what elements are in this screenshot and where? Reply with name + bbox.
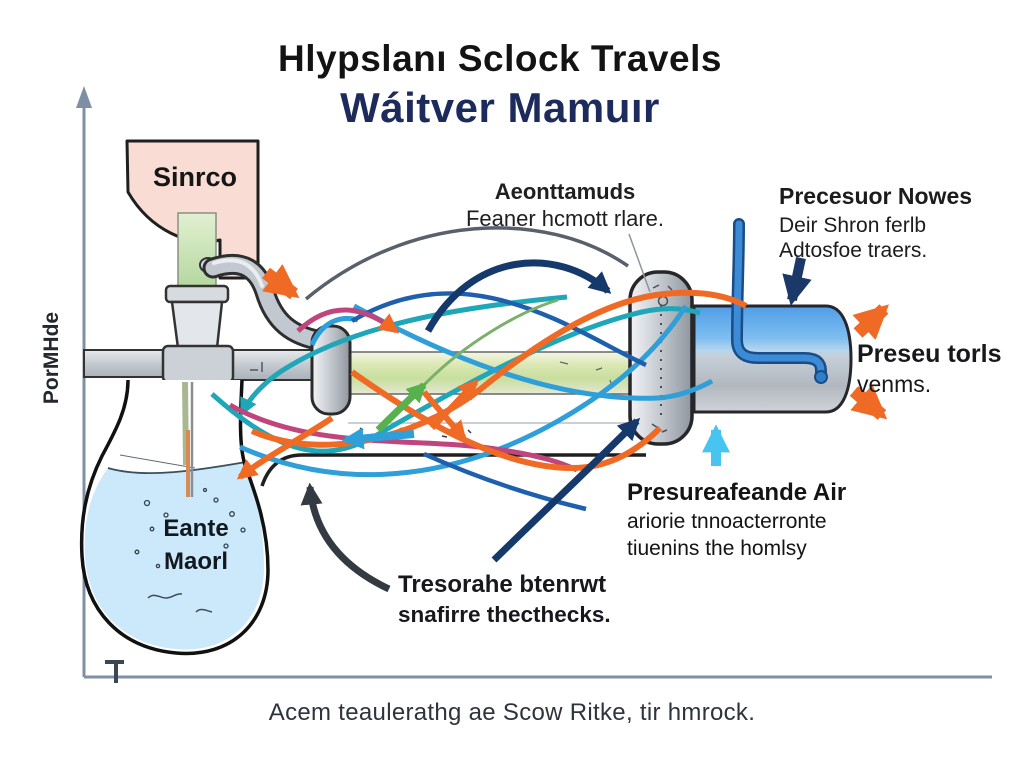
navy-down-arrow [782, 256, 812, 306]
navy-arc-arrow [424, 259, 612, 333]
bottom-caption: Acem teaulerathg ae Scow Ritke, tir hmro… [268, 699, 756, 726]
callout-pressure-vents: Preseu torls venms. [857, 338, 1002, 399]
callout-pressure-moves-line1: Precesuor Nowes [779, 183, 973, 209]
blue-channel-arrow [341, 427, 415, 450]
callout-pressure-vents-line2: venms. [857, 371, 932, 397]
callout-top-line2: Feaner hcmott rlare. [465, 205, 665, 231]
funnel-label: Sinrco [152, 162, 238, 192]
flask-label-line1: Eante [163, 515, 229, 542]
flask-label-line2: Maorl [163, 548, 228, 576]
flask [79, 379, 270, 656]
callout-shock-line2: snafirre thecthecks. [398, 602, 611, 628]
page-title: Hlypslanı Sclock Travels [278, 38, 722, 79]
page-subtitle: Wáitver Mamuır [340, 84, 660, 131]
navy-diagonal-arrow [491, 417, 641, 563]
green-arrow [375, 382, 427, 433]
right-flange [628, 270, 694, 446]
callout-pressure-moves-line2: Deir Shron ferlb [779, 213, 927, 237]
direction-arrows [262, 256, 889, 593]
callout-pressure-moves: Precesuor Nowes Deir Shron ferlb Adtosfo… [779, 183, 972, 263]
orange-vent-arrow-down [849, 384, 888, 420]
callout-pressurized-air-line2: ariorie tnnoacterronte [627, 510, 827, 534]
callout-top-line1: Aeonttamuds [494, 179, 636, 204]
callout-pressurized-air: Presureafeande Air ariorie tnnoacterront… [627, 477, 846, 563]
piston-cylinder [692, 218, 853, 414]
orange-inlet-arrow [262, 264, 300, 300]
orange-vent-arrow-up [852, 304, 889, 340]
x-axis [84, 660, 992, 683]
callout-top: Aeonttamuds Feaner hcmott rlare. [425, 179, 705, 233]
callout-pressure-moves-line3: Adtosfoe traers. [779, 238, 928, 262]
flask-label: Eante Maorl [140, 512, 252, 578]
callout-shock: Tresorahe btenrwt snafirre thecthecks. [398, 569, 611, 629]
water [84, 462, 264, 650]
inlet-pipe [730, 218, 828, 384]
bubbles [134, 487, 246, 569]
callout-pressurized-air-line1: Presureafeande Air [627, 479, 847, 506]
callout-pressure-vents-line1: Preseu torls [857, 340, 1002, 368]
callout-shock-line1: Tresorahe btenrwt [398, 571, 607, 598]
y-axis [76, 86, 92, 677]
y-axis-label: PorMHde [40, 311, 63, 405]
charcoal-arrow [300, 482, 391, 593]
callout-pressurized-air-line3: tiuenins the homlsy [627, 537, 807, 561]
